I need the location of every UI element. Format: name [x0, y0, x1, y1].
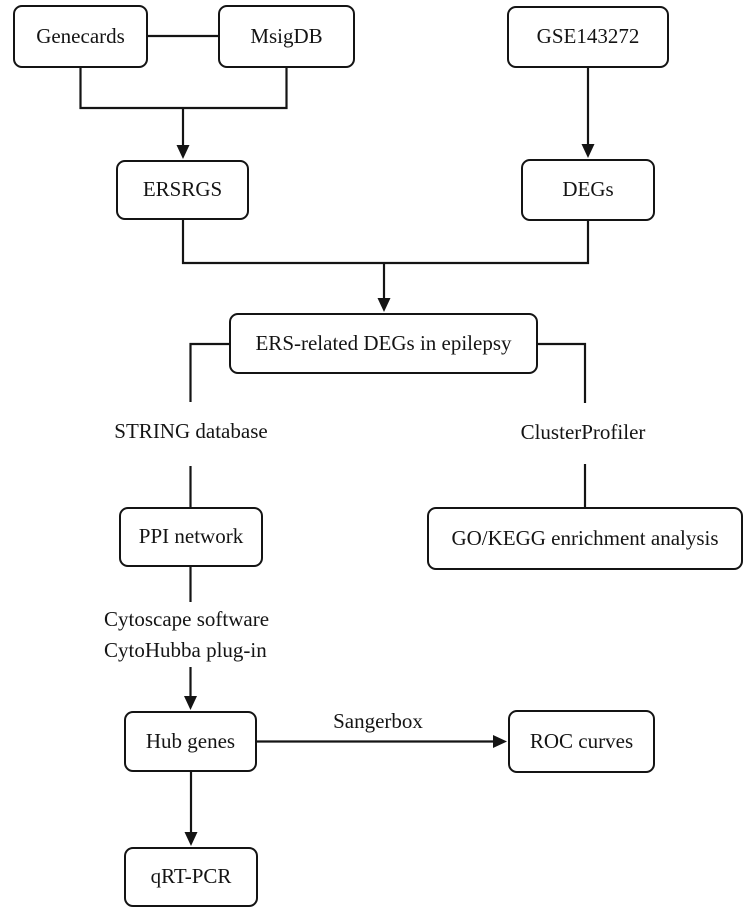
node-hub-genes: Hub genes [124, 711, 257, 772]
node-degs: DEGs [521, 159, 655, 221]
arrowhead-hubgenes [184, 696, 197, 710]
arrowhead-degs [581, 144, 595, 158]
arrowhead-qrtpcr [184, 832, 198, 846]
edge-label-cytohubba-plugin: CytoHubba plug-in [104, 638, 267, 663]
node-go-kegg: GO/KEGG enrichment analysis [427, 507, 743, 570]
node-ppi-network: PPI network [119, 507, 263, 567]
edge-label-clusterprofiler: ClusterProfiler [520, 420, 646, 445]
node-hub-genes-label: Hub genes [145, 728, 236, 753]
node-roc-curves-label: ROC curves [529, 728, 634, 753]
arrowhead-ersrgs [176, 145, 190, 159]
node-degs-label: DEGs [562, 177, 614, 202]
node-genecards: Genecards [13, 5, 148, 68]
edge-label-string-database: STRING database [114, 419, 268, 444]
edge-label-sangerbox: Sangerbox [333, 709, 423, 734]
node-qrt-pcr: qRT-PCR [124, 847, 258, 907]
node-ersrgs: ERSRGS [116, 160, 249, 220]
node-msigdb: MsigDB [218, 5, 355, 68]
arrowhead-ersrelated [377, 298, 391, 312]
node-gse143272: GSE143272 [507, 6, 669, 68]
node-ersrgs-label: ERSRGS [142, 177, 223, 202]
node-ers-related-degs-label: ERS-related DEGs in epilepsy [255, 330, 512, 355]
node-qrt-pcr-label: qRT-PCR [150, 864, 232, 889]
node-ppi-network-label: PPI network [138, 524, 244, 549]
arrowhead-roc [493, 735, 507, 748]
node-roc-curves: ROC curves [508, 710, 655, 773]
node-genecards-label: Genecards [36, 23, 125, 48]
node-gse143272-label: GSE143272 [536, 24, 640, 49]
node-ers-related-degs: ERS-related DEGs in epilepsy [229, 313, 538, 374]
edge-label-cytoscape-software: Cytoscape software [104, 607, 270, 632]
node-msigdb-label: MsigDB [250, 23, 323, 48]
node-go-kegg-label: GO/KEGG enrichment analysis [451, 525, 719, 550]
